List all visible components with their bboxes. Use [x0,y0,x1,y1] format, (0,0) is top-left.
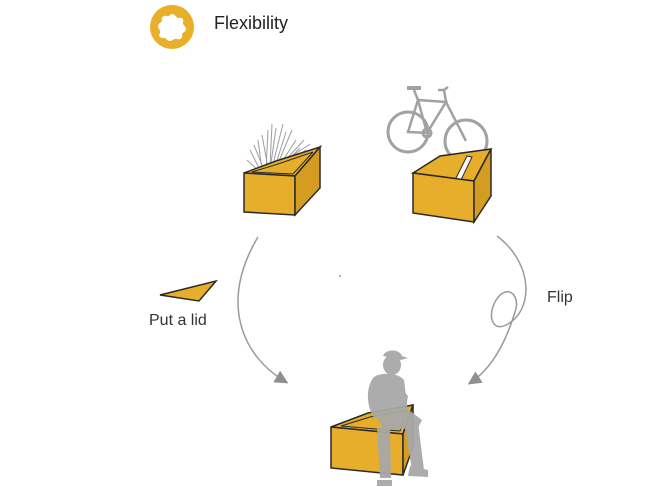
put-a-lid-label: Put a lid [149,312,207,329]
flip-label: Flip [547,289,573,306]
bicycle-icon [386,86,489,164]
bench-box [330,350,428,486]
center-dot [339,275,341,277]
arrow-left-curve [237,236,289,384]
sitting-person-icon [367,350,428,486]
triangle-lid-icon [159,279,219,302]
bike-rack-box [386,86,493,225]
page-title: Flexibility [214,13,289,33]
planter-box [243,123,323,217]
puzzle-gear-icon [150,5,194,49]
arrow-right-curve [467,235,527,385]
